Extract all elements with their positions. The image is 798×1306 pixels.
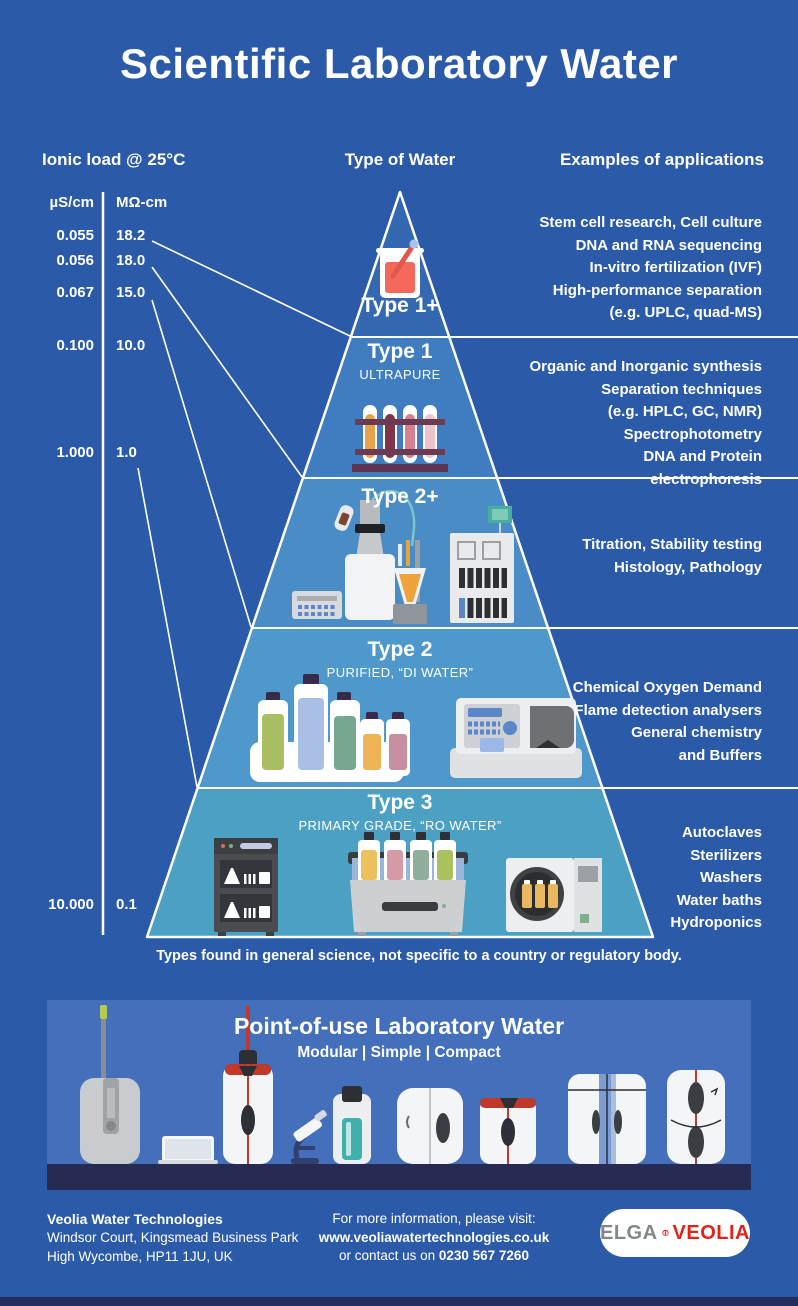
scale-value-us: 0.055 (56, 227, 94, 244)
pyramid-band-type1 (302, 337, 498, 478)
water-bath-icon (348, 832, 468, 936)
bench (47, 1164, 751, 1190)
pyramid-footnote: Types found in general science, not spec… (156, 948, 682, 964)
pyramid-label-type3: Type 3 PRIMARY GRADE, “RO WATER” (270, 791, 530, 833)
type-name: Type 2+ (361, 485, 439, 508)
more-info-text: For more information, please visit: (332, 1211, 536, 1226)
type-subtitle: PRIMARY GRADE, “RO WATER” (298, 818, 502, 833)
microscope-icon (291, 1110, 327, 1164)
scale-value-mohm: 0.1 (116, 896, 137, 913)
point-of-use-panel: Point-of-use Laboratory Water Modular | … (47, 1000, 751, 1190)
elga-wordmark: ELGA (600, 1221, 658, 1244)
point-of-use-graphic (47, 1000, 751, 1190)
pyramid-label-type1plus: Type 1+ (270, 294, 530, 318)
address-line-2: High Wycombe, HP11 1JU, UK (47, 1248, 233, 1264)
scale-unit-mohm-cm: MΩ-cm (116, 194, 168, 211)
website-url: www.veoliawatertechnologies.co.uk (318, 1229, 550, 1245)
beaker-icon (376, 239, 424, 298)
veolia-wordmark: VEOLIA (672, 1221, 750, 1244)
applications-type2plus: Titration, Stability testing Histology, … (582, 536, 762, 576)
water-purifier-compact-icon (480, 1098, 536, 1164)
scale-value-us: 0.100 (56, 337, 94, 354)
scale-value-mohm: 18.2 (116, 227, 146, 244)
test-tube-rack-icon (352, 405, 448, 472)
reagent-bottles-icon (250, 674, 410, 782)
scale-value-us: 0.056 (56, 252, 94, 269)
address-line-1: Windsor Court, Kingsmead Business Park (47, 1230, 299, 1246)
water-purifier-red-icon (223, 1006, 273, 1164)
water-purifier-dispenser-icon (80, 1005, 140, 1164)
footer-contact-block: For more information, please visit: www.… (264, 1210, 604, 1266)
veolia-o-icon (661, 1229, 669, 1237)
scale-row: 1.000 1.0 (0, 444, 220, 464)
spectrophotometer-icon (450, 698, 582, 778)
point-of-use-title: Point-of-use Laboratory Water (233, 1013, 565, 1039)
scale-connector-lines (137, 240, 351, 788)
scale-row: 0.067 15.0 (0, 284, 220, 304)
type-name: Type 3 (367, 791, 433, 814)
type-subtitle: PURIFIED, “DI WATER” (326, 665, 474, 680)
titration-equipment-icon (292, 490, 514, 624)
autoclave-icon (506, 858, 602, 932)
scale-value-mohm: 18.0 (116, 252, 146, 269)
water-purifier-wide-icon (397, 1088, 463, 1164)
pyramid-label-type1: Type 1 ULTRAPURE (270, 340, 530, 382)
scale-row: 0.056 18.0 (0, 252, 220, 272)
scale-value-mohm: 1.0 (116, 444, 137, 461)
applications-type1: Organic and Inorganic synthesis Separati… (529, 358, 762, 488)
scale-value-us: 0.067 (56, 284, 94, 301)
scale-value-us: 10.000 (48, 896, 94, 913)
footer-address-block: Veolia Water Technologies Windsor Court,… (47, 1210, 298, 1267)
type-name: Type 1 (367, 340, 433, 363)
company-name: Veolia Water Technologies (47, 1211, 223, 1227)
pyramid-label-type2plus: Type 2+ (270, 485, 530, 509)
scale-row: 0.055 18.2 (0, 227, 220, 247)
lab-washer-icon (214, 838, 278, 936)
type-name: Type 2 (367, 638, 433, 661)
applications-type3: Autoclaves Sterilizers Washers Water bat… (670, 824, 762, 931)
elga-veolia-logo: ELGA VEOLIA (600, 1209, 750, 1257)
scale-value-mohm: 10.0 (116, 337, 146, 354)
type-subtitle: ULTRAPURE (359, 367, 441, 382)
applications-type2: Chemical Oxygen Demand Flame detection a… (572, 679, 762, 764)
laptop-icon (158, 1136, 218, 1164)
scale-value-mohm: 15.0 (116, 284, 146, 301)
contact-line: or contact us on 0230 567 7260 (264, 1247, 604, 1266)
water-purifier-teal-icon (333, 1086, 371, 1164)
contact-prefix: or contact us on (339, 1248, 439, 1264)
page-title: Scientific Laboratory Water (119, 40, 679, 87)
column-header-examples: Examples of applications (559, 150, 764, 169)
water-purifier-cabinet-icon (568, 1074, 646, 1164)
phone-number: 0230 567 7260 (438, 1248, 529, 1264)
applications-type1plus: Stem cell research, Cell culture DNA and… (539, 214, 762, 321)
column-header-type-of-water: Type of Water (344, 150, 456, 169)
scale-unit-us-cm: µS/cm (49, 194, 95, 211)
bottom-bar (0, 1297, 798, 1306)
band-boundary-lines (197, 336, 798, 789)
point-of-use-subtitle: Modular | Simple | Compact (297, 1044, 501, 1061)
scale-value-us: 1.000 (56, 444, 94, 461)
pyramid-label-type2: Type 2 PURIFIED, “DI WATER” (270, 638, 530, 680)
scale-row: 0.100 10.0 (0, 337, 220, 357)
type-name: Type 1+ (361, 294, 439, 317)
water-purifier-dual-icon (667, 1070, 725, 1164)
scale-row: 10.000 0.1 (0, 896, 220, 916)
pyramid-outline (145, 190, 655, 939)
column-header-ionic-load: Ionic load @ 25°C (42, 150, 186, 169)
